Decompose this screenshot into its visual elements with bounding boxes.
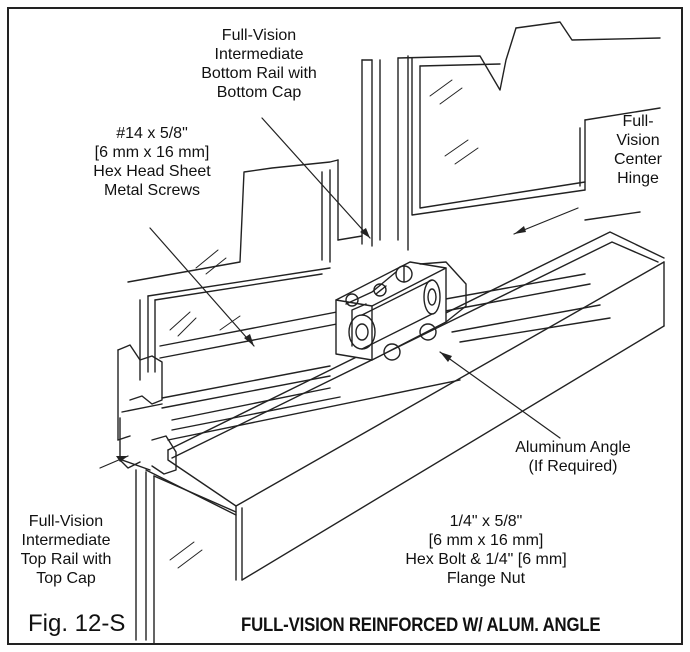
label-top-rail: Full-Vision Intermediate Top Rail with T…	[14, 512, 118, 588]
label-line: Top Rail with	[20, 551, 112, 568]
glass-reflection-marks	[169, 79, 479, 569]
label-line: (If Required)	[528, 458, 618, 475]
upper-right-glass	[379, 21, 661, 251]
figure-number: Fig. 12-S	[28, 610, 126, 637]
label-line: Bottom Cap	[216, 84, 302, 101]
label-line: 1/4" x 5/8"	[449, 513, 523, 530]
label-line: [6 mm x 16 mm]	[94, 144, 210, 161]
center-hinge-drawing	[335, 261, 467, 361]
aluminum-angle	[167, 231, 665, 581]
lower-rail-profile	[117, 344, 237, 645]
label-line: Hex Head Sheet	[93, 163, 211, 180]
border-frame	[7, 7, 683, 645]
label-line: Full-	[622, 113, 654, 130]
label-aluminum-angle: Aluminum Angle (If Required)	[498, 438, 648, 476]
label-line: Intermediate	[214, 46, 304, 63]
label-screws: #14 x 5/8" [6 mm x 16 mm] Hex Head Sheet…	[60, 124, 244, 200]
label-line: Full-Vision	[221, 27, 297, 44]
label-line: Intermediate	[21, 532, 111, 549]
label-line: Aluminum Angle	[515, 439, 631, 456]
figure-title: FULL-VISION REINFORCED W/ ALUM. ANGLE	[241, 614, 601, 636]
label-line: [6 mm x 16 mm]	[428, 532, 544, 549]
label-hex-bolt: 1/4" x 5/8" [6 mm x 16 mm] Hex Bolt & 1/…	[376, 512, 596, 588]
label-line: Metal Screws	[103, 182, 201, 199]
arrowheads	[116, 226, 526, 462]
label-line: Hinge	[617, 170, 659, 187]
label-line: Vision	[616, 132, 660, 149]
label-line: Bottom Rail with	[201, 65, 317, 82]
upper-left-glass	[127, 59, 373, 381]
label-center-hinge: Full- Vision Center Hinge	[604, 112, 672, 188]
label-line: Full-Vision	[28, 513, 104, 530]
label-line: Flange Nut	[446, 570, 526, 587]
label-line: Center	[613, 151, 663, 168]
label-line: Hex Bolt & 1/4" [6 mm]	[405, 551, 567, 568]
label-bottom-rail: Full-Vision Intermediate Bottom Rail wit…	[177, 26, 341, 102]
label-line: Top Cap	[36, 570, 96, 587]
label-line: #14 x 5/8"	[116, 125, 188, 142]
